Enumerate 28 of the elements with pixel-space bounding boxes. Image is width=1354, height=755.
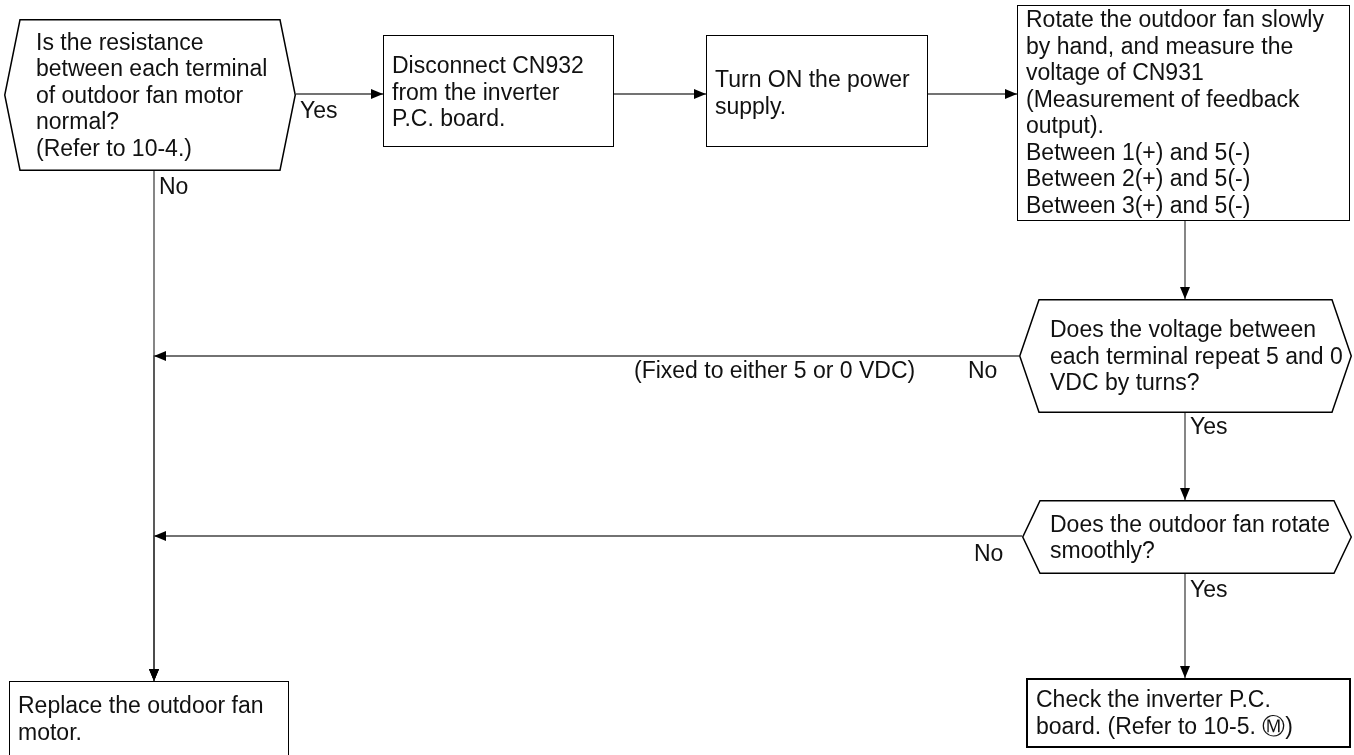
step-text: Between 1(+) and 5(-) bbox=[1026, 138, 1252, 165]
arrow bbox=[1180, 220, 1190, 300]
step-text: Does the voltage between each terminal repeat 5 and 0 VDC by turns? bbox=[1050, 316, 1344, 396]
step-text: Check the inverter P.C. board. (Refer to 10-5. Ⓜ) bbox=[1036, 686, 1294, 739]
step-text: Rotate the outdoor fan slowly by hand, and measure the voltage of CN931 (Measurement of feedback output). bbox=[1026, 6, 1325, 139]
arrow bbox=[1180, 412, 1190, 501]
arrow bbox=[149, 531, 1023, 682]
process-box bbox=[1026, 678, 1351, 748]
process-box bbox=[383, 35, 614, 147]
step-text: Between 3(+) and 5(-) bbox=[1026, 191, 1252, 218]
step-text: Disconnect CN932 from the inverter P.C. board. bbox=[392, 52, 585, 132]
process-box bbox=[9, 681, 289, 755]
arrow bbox=[295, 89, 384, 99]
step-text: Replace the outdoor fan motor. bbox=[18, 692, 265, 745]
decision-hexagon bbox=[1019, 299, 1352, 413]
note-text: (Fixed to either 5 or 0 VDC) bbox=[634, 358, 916, 382]
step-text: Is the resistance between each terminal of outdoor fan motor normal? bbox=[36, 28, 269, 135]
process-box bbox=[706, 35, 928, 147]
step-text: Between 2(+) and 5(-) bbox=[1026, 165, 1252, 192]
process-box bbox=[1017, 5, 1350, 221]
step-text: (Refer to 10-4.) bbox=[36, 134, 193, 162]
step-text: Turn ON the power supply. bbox=[715, 66, 911, 119]
arrow bbox=[927, 89, 1018, 99]
arrow bbox=[1180, 573, 1190, 679]
arrow bbox=[613, 89, 707, 99]
decision-hexagon bbox=[4, 19, 296, 171]
decision-hexagon bbox=[1022, 500, 1352, 574]
step-text: Does the outdoor fan rotate smoothly? bbox=[1050, 510, 1332, 564]
